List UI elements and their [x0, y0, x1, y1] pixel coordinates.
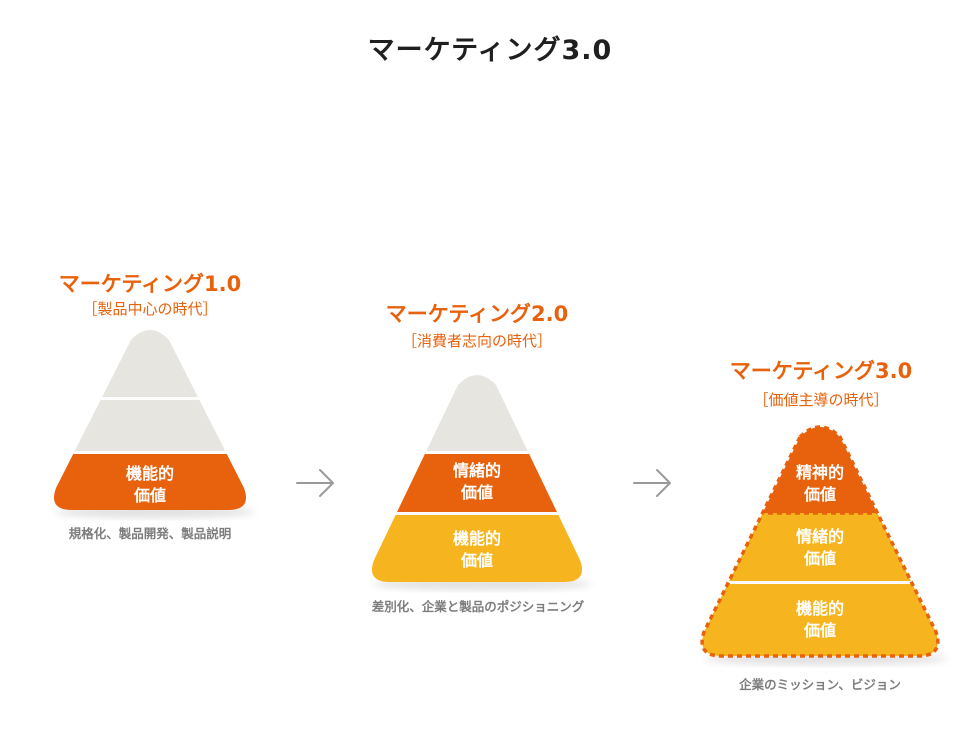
stage-caption-1: 規格化、製品開発、製品説明 [68, 526, 232, 541]
layer-divider [54, 451, 246, 454]
layer-divider [54, 397, 246, 400]
pyramid-layer-middle [54, 398, 246, 453]
layer-label-emotional: 情緒的 価値 [452, 461, 501, 502]
pyramid-dashed-outline [700, 425, 940, 658]
stage-title-3: マーケティング3.0 [729, 359, 913, 383]
pyramid-layer-top [372, 375, 582, 452]
arrow-right-icon [296, 469, 334, 497]
stage-subtitle-3: ［価値主導の時代］ [753, 391, 889, 409]
pyramid-layer-bottom [372, 514, 582, 582]
pyramid-layer-bottom [54, 453, 246, 510]
stage-title-2: マーケティング2.0 [385, 302, 569, 326]
layer-label-functional: 機能的 価値 [795, 599, 844, 640]
layer-label-spiritual: 精神的 価値 [795, 463, 844, 504]
pyramid-layer-bottom [702, 583, 938, 656]
pyramid-layer-top [54, 330, 246, 398]
stage-subtitle-1: ［製品中心の時代］ [82, 300, 218, 318]
layer-divider [372, 512, 582, 515]
stage-title-1: マーケティング1.0 [58, 272, 242, 296]
layer-label-functional: 機能的 価値 [125, 464, 174, 505]
stage-caption-3: 企業のミッション、ビジョン [739, 677, 901, 692]
arrow-right-icon [633, 469, 671, 497]
stage-caption-2: 差別化、企業と製品のポジショニング [371, 599, 585, 614]
layer-label-emotional: 情緒的 価値 [795, 527, 844, 568]
layer-divider [372, 451, 582, 454]
stage-subtitle-2: ［消費者志向の時代］ [401, 332, 552, 350]
page-title: マーケティング3.0 [367, 35, 613, 66]
layer-label-functional: 機能的 価値 [452, 529, 501, 570]
layer-divider [702, 581, 938, 584]
